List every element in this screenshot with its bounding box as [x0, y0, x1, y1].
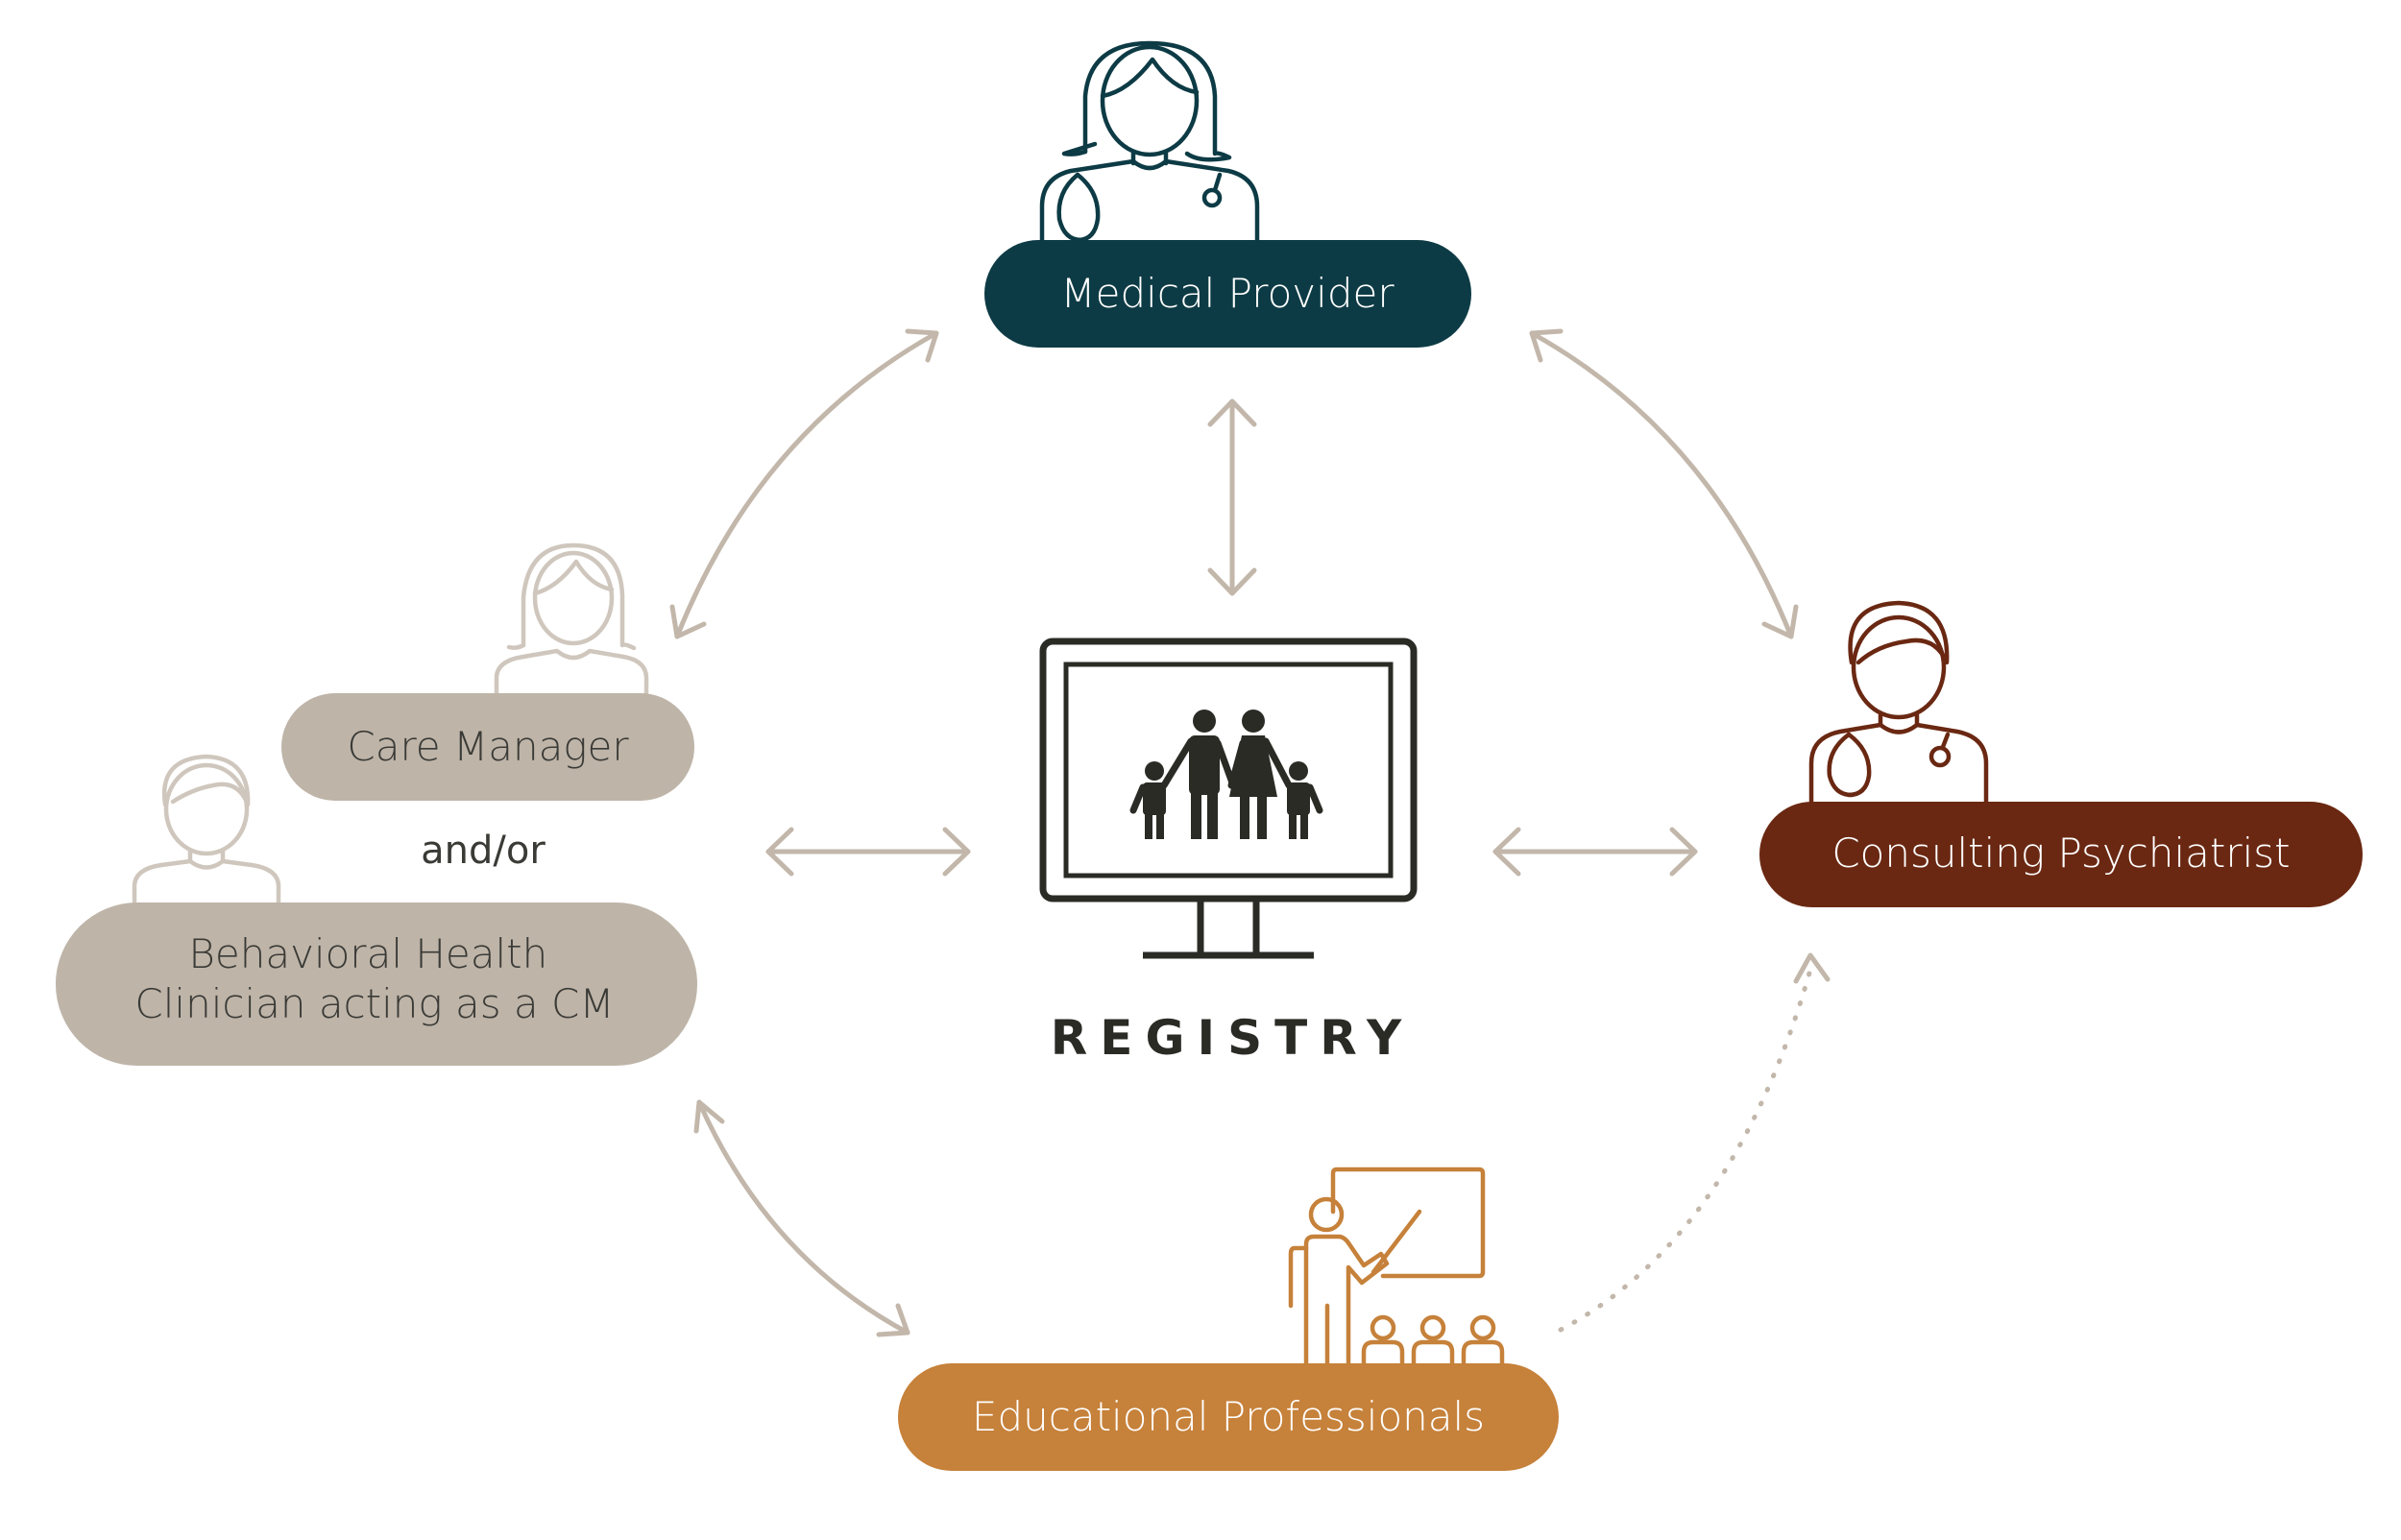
arrow-educational-to-psychiatrist-dotted [1558, 952, 1831, 1333]
arrow-registry-to-psychiatrist [1492, 827, 1698, 877]
care-manager-node: Care Manager [281, 542, 694, 801]
registry-node: REGISTRY [1039, 638, 1418, 1066]
behavioral-health-label: Behavioral Health Clinician acting as a … [134, 930, 614, 1027]
educational-professionals-pill [898, 1363, 1559, 1471]
medical-provider-label: Medical Provider [1060, 270, 1395, 317]
male-person-icon [132, 754, 281, 905]
consulting-psychiatrist-pill [1759, 802, 2363, 907]
behavioral-health-node: Behavioral Health Clinician acting as a … [56, 754, 697, 1066]
arrow-care-team-to-educational [693, 1099, 910, 1337]
arrow-medical-provider-to-psychiatrist [1529, 328, 1799, 639]
behavioral-health-line2: Clinician acting as a CM [134, 980, 614, 1027]
consulting-psychiatrist-label: Consulting Psychiatrist [1831, 830, 2290, 877]
arrow-care-team-to-medical-provider [669, 328, 939, 639]
female-person-icon [494, 542, 649, 696]
female-doctor-icon [1039, 40, 1260, 243]
behavioral-health-pill [56, 902, 697, 1066]
male-doctor-icon [1808, 600, 1989, 805]
behavioral-health-line1: Behavioral Health [188, 930, 547, 977]
registry-label: REGISTRY [1051, 1010, 1414, 1066]
medical-provider-pill [984, 240, 1471, 348]
educational-professionals-node: Educational Professionals [898, 1167, 1559, 1471]
medical-provider-node: Medical Provider [984, 40, 1471, 348]
care-manager-pill [281, 693, 694, 801]
and-or-connector: and/or [421, 829, 546, 873]
arrow-medical-provider-to-registry [1207, 398, 1257, 596]
arrow-care-team-to-registry [765, 827, 971, 877]
monitor-family-icon [1039, 638, 1418, 959]
connection-arrows [669, 328, 1831, 1337]
teacher-classroom-icon [1288, 1167, 1505, 1366]
care-manager-label: Care Manager [347, 723, 629, 770]
educational-professionals-label: Educational Professionals [972, 1393, 1485, 1440]
consulting-psychiatrist-node: Consulting Psychiatrist [1759, 600, 2363, 907]
